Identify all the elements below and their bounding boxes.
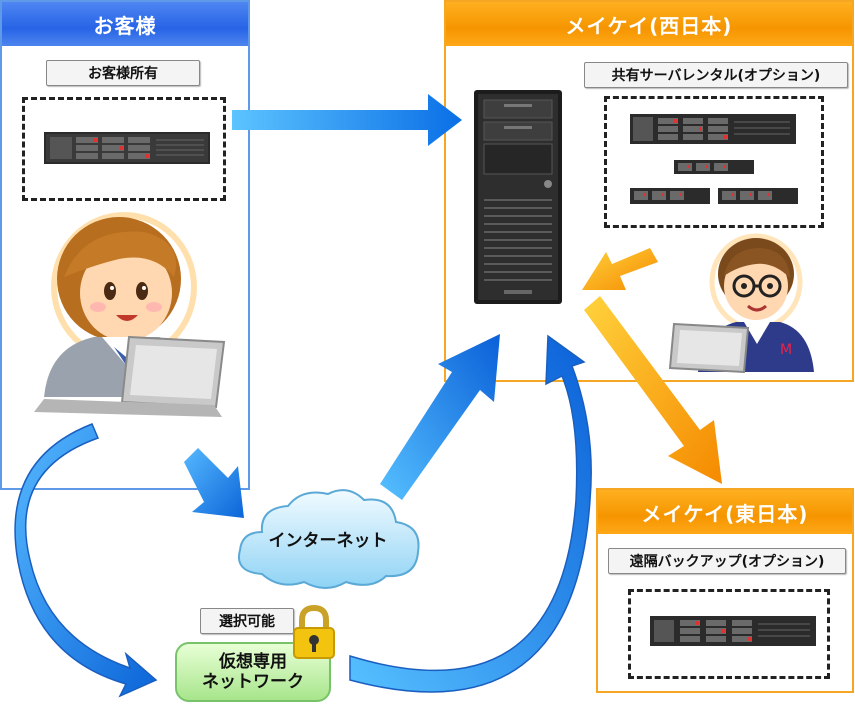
vpn-line2: ネットワーク [202,672,304,692]
arrow-customer-to-west-icon [232,94,462,146]
east-backup-server-frame [628,589,830,679]
customer-rack-server-icon [44,132,210,164]
east-backup-label: 遠隔バックアップ(オプション) [608,548,846,574]
arrow-internet-to-west-icon [380,334,500,500]
arrow-staff-to-tower-icon [582,248,658,290]
svg-text:M: M [780,342,792,358]
backup-rack-server-icon [650,616,816,646]
tower-server-icon [474,90,562,304]
east-panel: メイケイ(東日本) 遠隔バックアップ(オプション) [596,488,854,693]
customer-header: お客様 [2,2,248,46]
arrow-west-to-east-icon [584,296,722,484]
west-rental-label: 共有サーバレンタル(オプション) [584,62,848,88]
west-header: メイケイ(西日本) [446,2,852,46]
customer-owned-label: お客様所有 [46,60,200,86]
vpn-selectable-label: 選択可能 [200,608,294,634]
arrow-vpn-to-west-icon [349,334,592,693]
internet-cloud-icon [238,489,420,589]
vpn-line1: 仮想専用 [219,652,287,672]
staff-man-with-laptop-icon: M [668,233,814,374]
customer-woman-with-laptop-icon [34,212,226,417]
customer-server-frame [22,97,226,201]
internet-label: インターネット [268,531,388,551]
arrow-customer-to-vpn-icon [14,423,158,698]
lock-icon [293,604,335,659]
customer-panel: お客様 お客様所有 [0,0,250,490]
arrow-customer-to-internet-icon [184,448,244,518]
rental-rack-servers-icon [630,114,798,204]
west-rental-server-frame [604,96,824,228]
east-header: メイケイ(東日本) [598,490,852,534]
